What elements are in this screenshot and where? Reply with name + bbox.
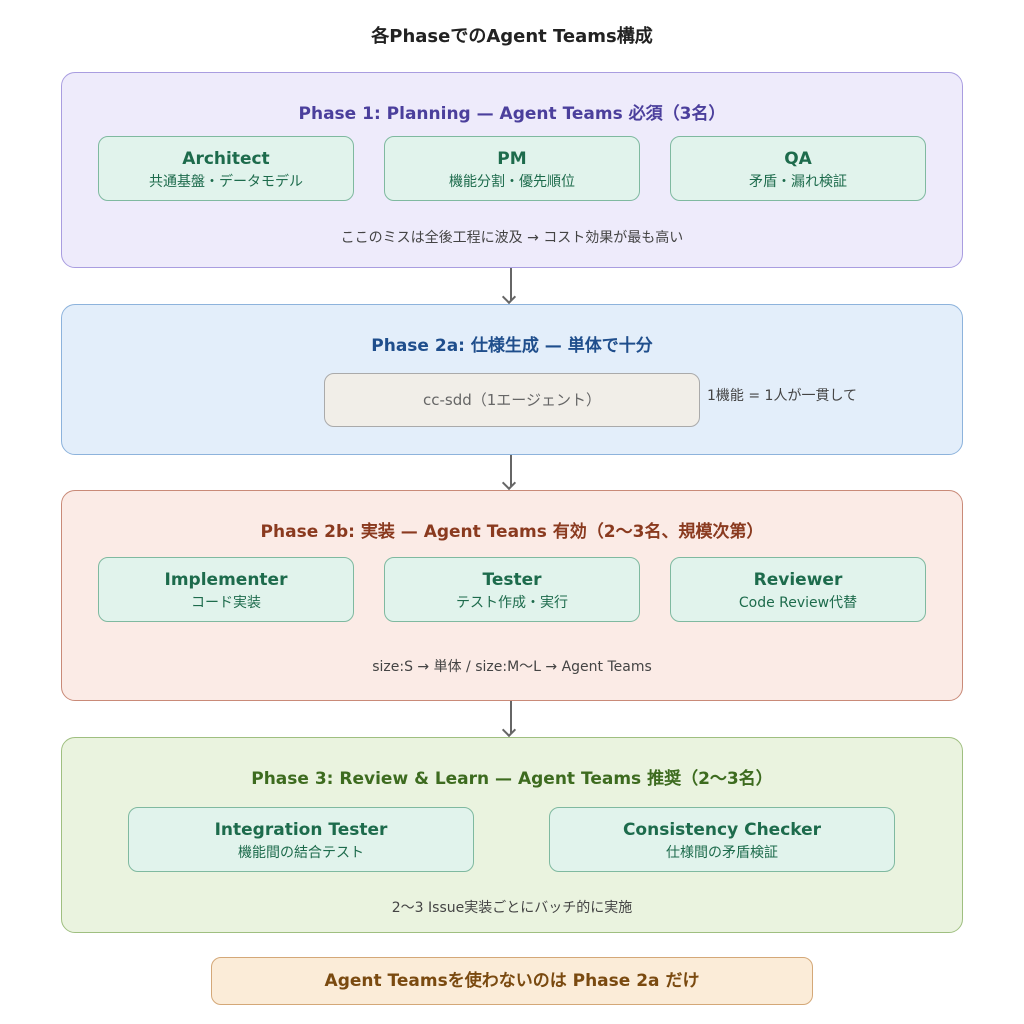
arrow-down-icon	[510, 268, 512, 300]
phase3-note: 2〜3 Issue実装ごとにバッチ的に実施	[391, 900, 633, 916]
arrow-down-icon	[510, 455, 512, 486]
phase2a-side-note: 1機能 = 1人が一貫して	[707, 388, 858, 404]
role-name: Implementer	[164, 570, 288, 590]
agent-box-cc-sdd: cc-sdd（1エージェント）	[324, 373, 700, 427]
role-name: Consistency Checker	[622, 820, 822, 840]
diagram-title: 各PhaseでのAgent Teams構成	[371, 26, 653, 47]
role-name: Reviewer	[753, 570, 843, 590]
role-name: Integration Tester	[214, 820, 388, 840]
phase2a-box: Phase 2a: 仕様生成 — 単体で十分 cc-sdd（1エージェント） 1…	[61, 304, 963, 455]
phase2b-note: size:S → 単体 / size:M〜L → Agent Teams	[372, 659, 652, 675]
arrow-down-icon	[510, 701, 512, 733]
role-name: Tester	[482, 570, 542, 590]
role-name: QA	[784, 149, 812, 169]
phase2b-box: Phase 2b: 実装 — Agent Teams 有効（2〜3名、規模次第）…	[61, 490, 963, 701]
phase1-title: Phase 1: Planning — Agent Teams 必須（3名）	[298, 104, 726, 124]
role-desc: 矛盾・漏れ検証	[749, 174, 847, 190]
role-architect: Architect 共通基盤・データモデル	[98, 136, 354, 201]
role-pm: PM 機能分割・優先順位	[384, 136, 640, 201]
role-desc: テスト作成・実行	[456, 595, 568, 611]
phase1-note: ここのミスは全後工程に波及 → コスト効果が最も高い	[340, 230, 684, 246]
footer-summary: Agent Teamsを使わないのは Phase 2a だけ	[211, 957, 813, 1005]
role-implementer: Implementer コード実装	[98, 557, 354, 622]
role-desc: 機能間の結合テスト	[238, 845, 364, 861]
role-desc: コード実装	[191, 595, 261, 611]
role-qa: QA 矛盾・漏れ検証	[670, 136, 926, 201]
role-desc: 機能分割・優先順位	[449, 174, 575, 190]
role-desc: 仕様間の矛盾検証	[666, 845, 778, 861]
phase3-box: Phase 3: Review & Learn — Agent Teams 推奨…	[61, 737, 963, 933]
role-name: Architect	[182, 149, 270, 169]
role-integration-tester: Integration Tester 機能間の結合テスト	[128, 807, 474, 872]
phase2b-title: Phase 2b: 実装 — Agent Teams 有効（2〜3名、規模次第）	[260, 522, 764, 542]
phase3-title: Phase 3: Review & Learn — Agent Teams 推奨…	[251, 769, 773, 789]
role-consistency-checker: Consistency Checker 仕様間の矛盾検証	[549, 807, 895, 872]
role-name: PM	[497, 149, 527, 169]
role-tester: Tester テスト作成・実行	[384, 557, 640, 622]
role-desc: Code Review代替	[738, 595, 858, 611]
phase2a-title: Phase 2a: 仕様生成 — 単体で十分	[371, 336, 653, 356]
role-desc: 共通基盤・データモデル	[149, 174, 303, 190]
phase1-box: Phase 1: Planning — Agent Teams 必須（3名） A…	[61, 72, 963, 268]
